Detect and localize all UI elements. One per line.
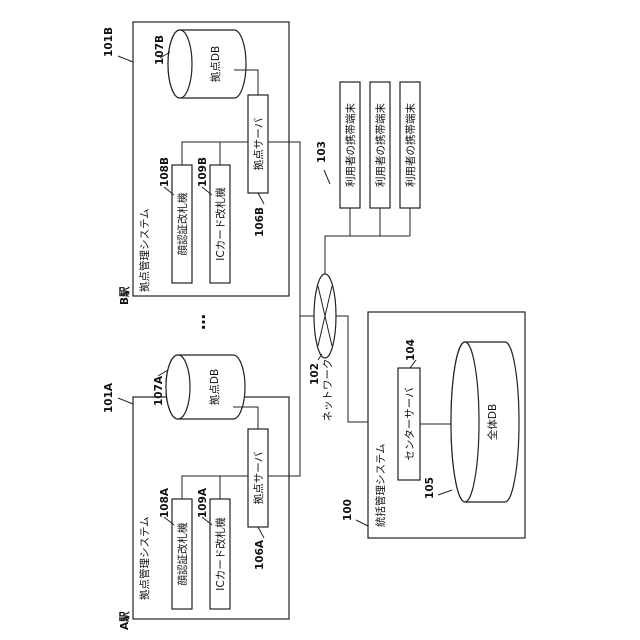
station-b-face-gate-id: 108B: [159, 157, 171, 187]
station-a-system-name: 拠点管理システム: [138, 516, 151, 600]
station-a-db-id: 107A: [153, 375, 165, 406]
central-system-name: 統括管理システム: [374, 443, 387, 527]
central-db: 全体DB: [451, 342, 519, 502]
station-b-db-id: 107B: [154, 35, 166, 65]
terminal-3-name: 利用者の携帯端末: [404, 103, 417, 187]
network-id: 102: [309, 363, 321, 385]
station-a-server-id: 106A: [254, 539, 266, 570]
station-b-server-id: 106B: [254, 207, 266, 237]
station-b-system-name: 拠点管理システム: [138, 208, 151, 292]
station-a-ic-gate-name: ICカード改札機: [214, 517, 227, 591]
station-a-site-id: 101A: [103, 382, 115, 413]
station-b-face-gate-name: 顔認証改札機: [176, 192, 189, 255]
station-a-db-name: 拠点DB: [208, 369, 221, 405]
station-ellipsis: …: [190, 314, 209, 330]
central-id: 100: [342, 499, 354, 521]
station-b-db: 拠点DB: [168, 30, 246, 98]
network-node: [314, 274, 336, 358]
station-b-site-id: 101B: [103, 27, 115, 57]
station-b-ic-gate-name: ICカード改札機: [214, 187, 227, 261]
network-name: ネットワーク: [322, 359, 334, 422]
terminal-1-name: 利用者の携帯端末: [344, 103, 357, 187]
station-a-face-gate-name: 顔認証改札機: [176, 522, 189, 585]
terminal-2-name: 利用者の携帯端末: [374, 103, 387, 187]
station-b-server-name: 拠点サーバ: [252, 117, 265, 170]
center-server-name: センターサーバ: [404, 387, 416, 461]
station-a-ic-gate-id: 109A: [197, 487, 209, 518]
central-db-id: 105: [424, 477, 436, 499]
station-b-ic-gate-id: 109B: [197, 157, 209, 187]
center-server-id: 104: [405, 339, 417, 361]
station-a-db: 拠点DB: [166, 355, 245, 419]
terminal-drops: [350, 208, 410, 236]
central-db-name: 全体DB: [486, 404, 499, 440]
terminals-id: 103: [316, 141, 328, 163]
station-a-label: A駅: [119, 611, 131, 630]
terminals-bus: [325, 236, 410, 274]
station-b-label: B駅: [119, 286, 131, 305]
station-b-db-name: 拠点DB: [209, 46, 222, 82]
station-a-face-gate-id: 108A: [159, 487, 171, 518]
station-a-server-name: 拠点サーバ: [252, 451, 265, 504]
